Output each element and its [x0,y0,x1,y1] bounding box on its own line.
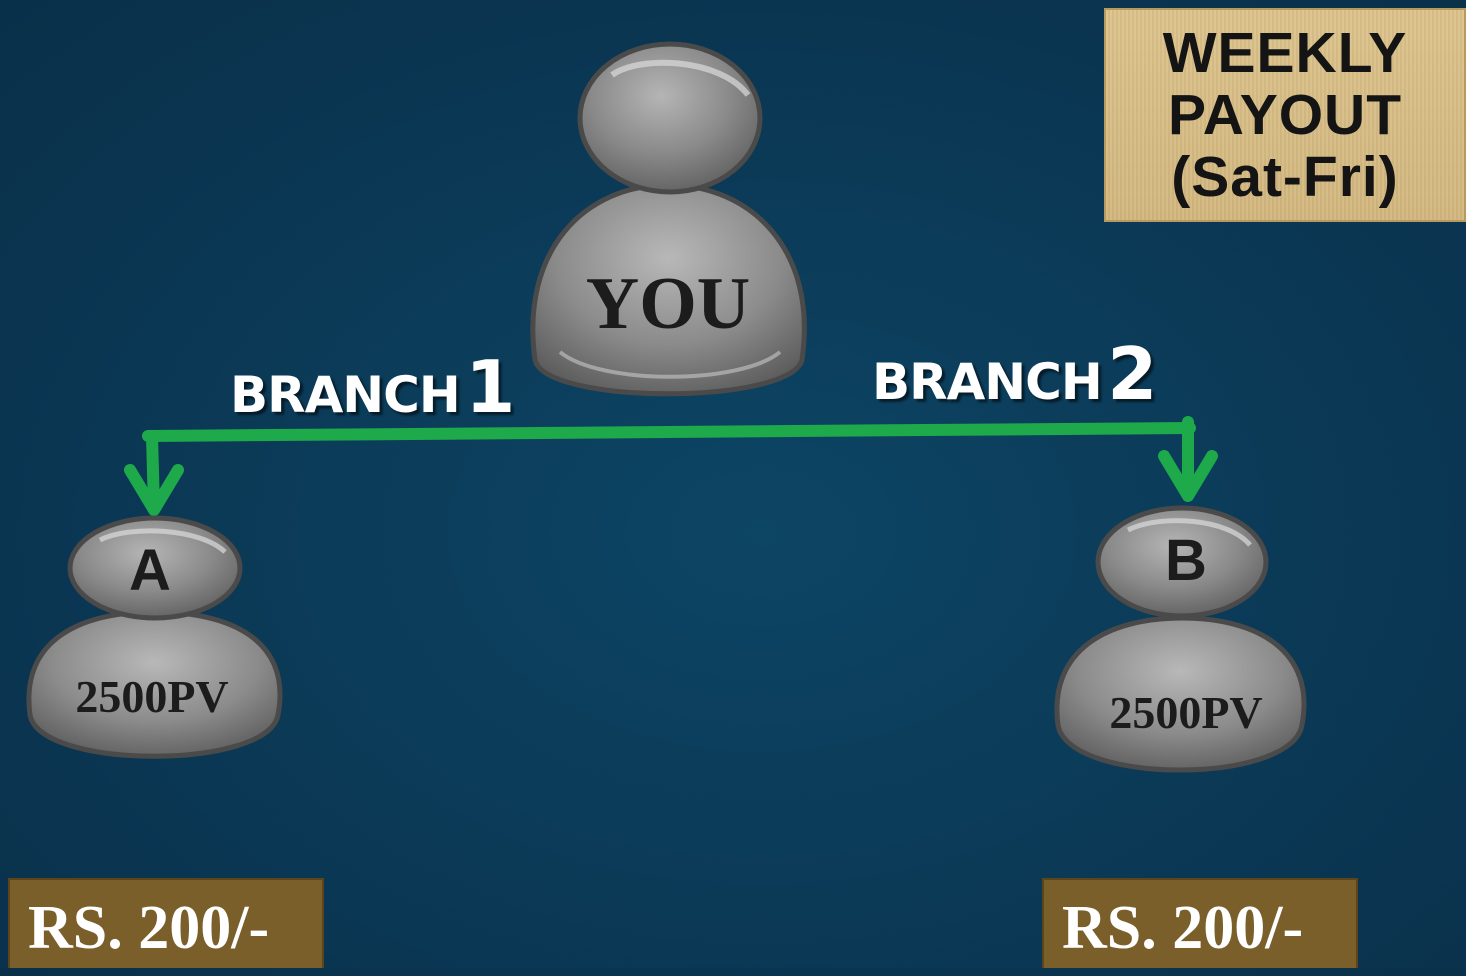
node-a-head-label: A [129,538,171,603]
you-label: YOU [586,263,750,345]
branch-1-label: BRANCH 1 [230,345,515,429]
branch-2-label: BRANCH 2 [872,332,1157,416]
node-a-amount: RS. 200/- [28,894,270,962]
person-icon-node-b: B 2500PV [1054,505,1307,773]
branch-2-word: BRANCH [872,353,1103,411]
arrow-down-icon-left [124,430,184,516]
payout-line-3: (Sat-Fri) [1171,145,1399,209]
node-b-head-label: B [1165,528,1207,593]
branch-connector [142,422,1196,442]
weekly-payout-box: WEEKLY PAYOUT (Sat-Fri) [1104,8,1466,222]
payout-line-2: PAYOUT [1167,83,1403,147]
person-icon-node-a: A 2500PV [26,515,283,759]
branch-1-number: 1 [465,345,516,429]
node-b-body-label: 2500PV [1109,687,1262,738]
arrow-down-icon-right [1158,416,1218,502]
node-a-amount-box: RS. 200/- [8,878,324,968]
branch-2-number: 2 [1107,332,1158,416]
node-a-body-label: 2500PV [75,671,228,722]
payout-line-1: WEEKLY [1162,21,1408,85]
branch-1-word: BRANCH [230,366,461,424]
node-b-amount-box: RS. 200/- [1042,878,1358,968]
person-icon-you: YOU [530,41,807,397]
node-b-amount: RS. 200/- [1062,894,1304,962]
